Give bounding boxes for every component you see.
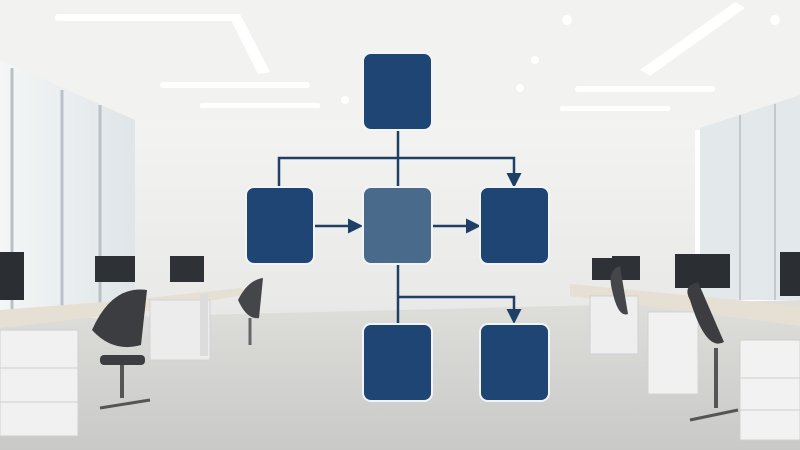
node-top — [362, 52, 433, 131]
glass-frames-right — [739, 104, 776, 300]
node-right — [479, 186, 550, 265]
desks-right — [570, 252, 800, 441]
connectors — [277, 128, 522, 326]
desks-left — [0, 252, 263, 437]
edge-left-to-right-over — [277, 156, 522, 189]
node-bottom-right — [479, 323, 550, 402]
flowchart — [245, 52, 550, 402]
ceiling-lights — [55, 2, 780, 111]
node-bottom-left — [362, 323, 433, 402]
node-left — [245, 186, 315, 265]
edge-center-to-bottom-right — [398, 295, 522, 324]
node-center — [362, 186, 433, 265]
